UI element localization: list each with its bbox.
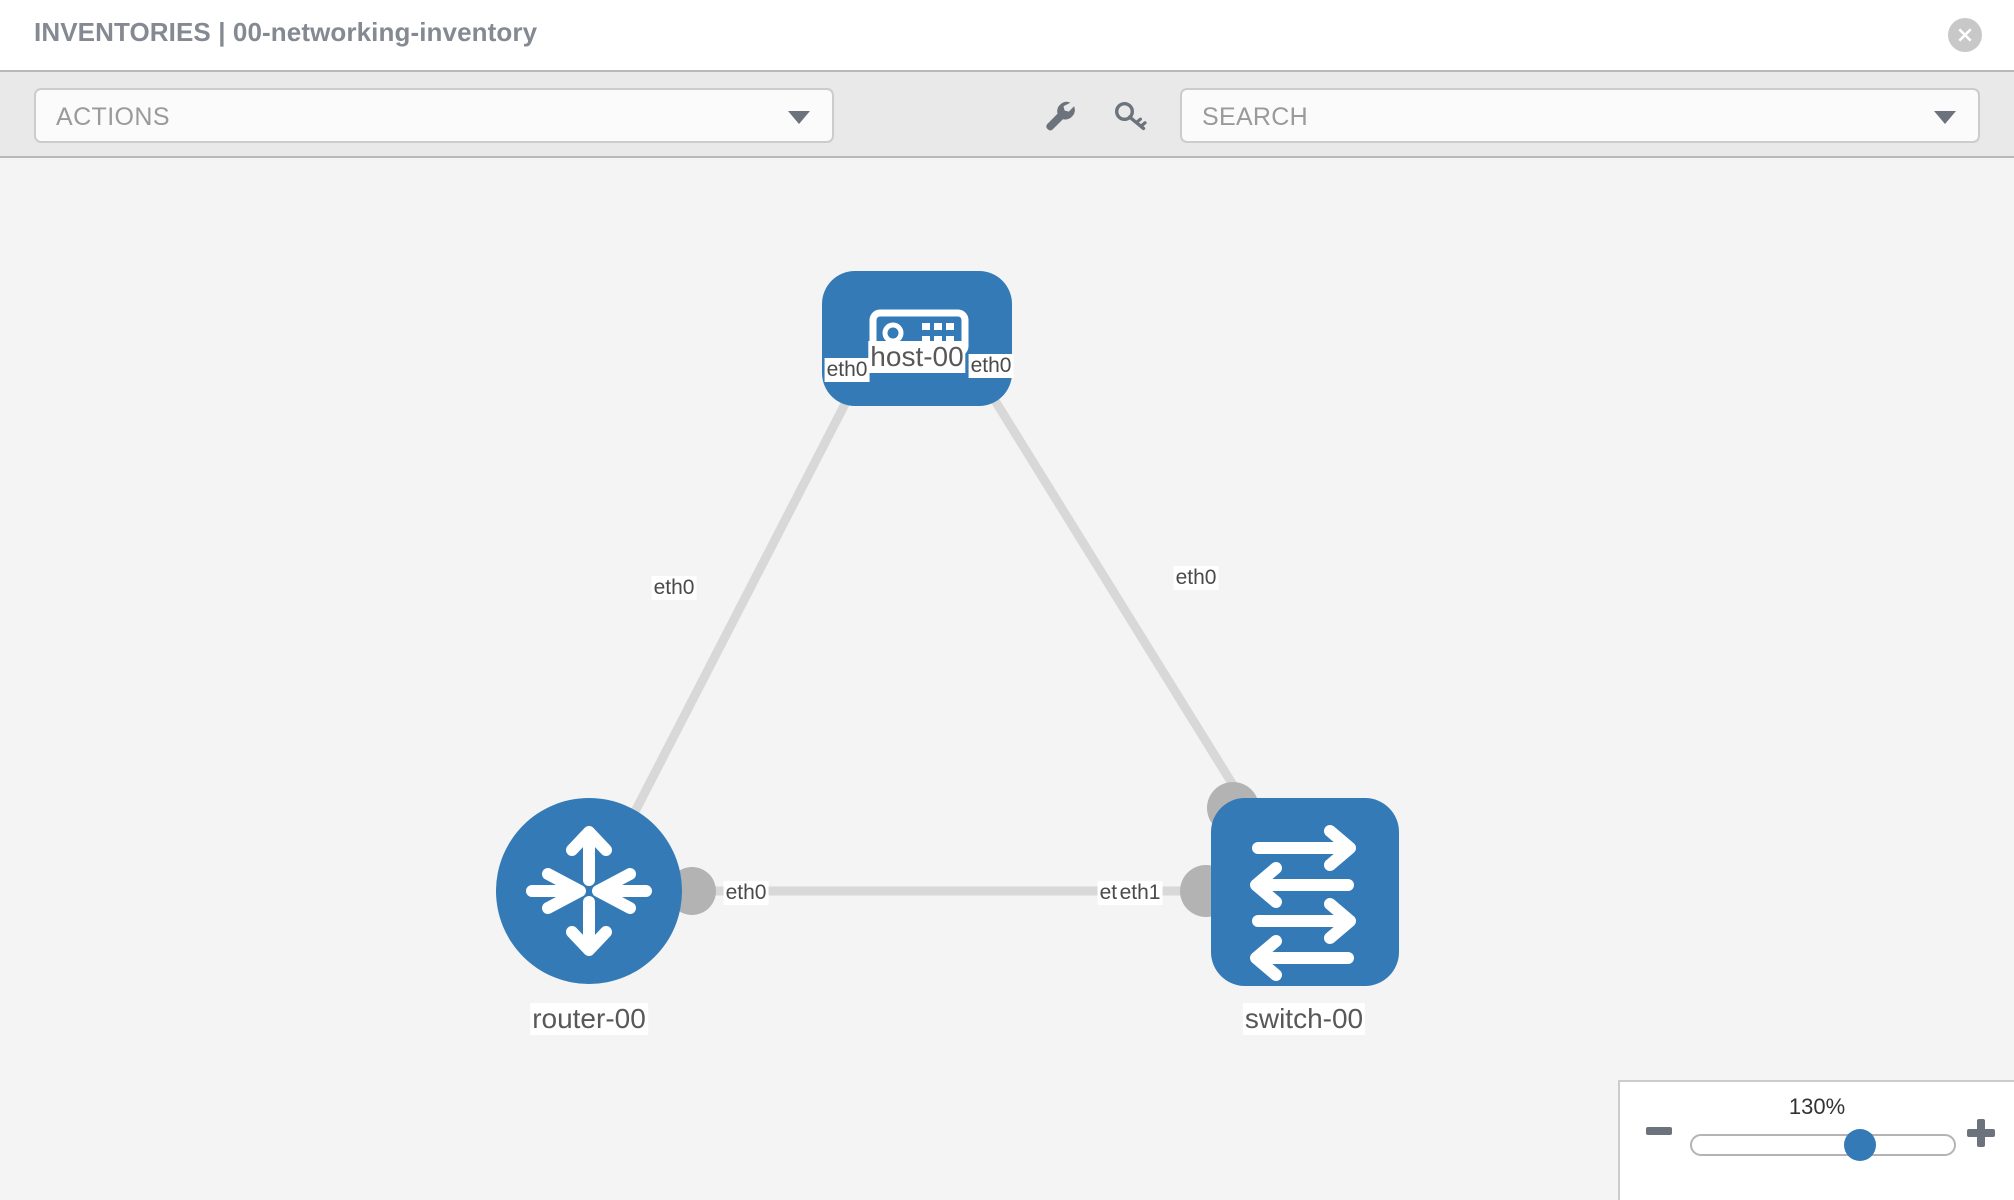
page-header: INVENTORIES | 00-networking-inventory	[0, 0, 2014, 70]
link-host00-router00	[603, 333, 885, 867]
plus-icon	[1966, 1118, 1996, 1148]
actions-dropdown-label: ACTIONS	[56, 103, 170, 131]
chevron-down-icon	[788, 111, 810, 124]
search-placeholder: SEARCH	[1202, 103, 1308, 131]
switch-arrows-icon	[1250, 825, 1356, 981]
key-icon	[1110, 96, 1150, 136]
link-host00-switch00	[951, 333, 1286, 867]
chevron-down-icon[interactable]	[1934, 111, 1956, 124]
search-input[interactable]: SEARCH	[1180, 88, 1980, 143]
topology-links	[600, 333, 1300, 896]
interface-label-host00-eth0-left: eth0	[824, 358, 870, 382]
node-switch-00	[1211, 798, 1399, 986]
node-host-00	[822, 271, 1012, 406]
zoom-in-button[interactable]	[1966, 1118, 1996, 1148]
zoom-out-button[interactable]	[1646, 1126, 1672, 1136]
node-label-host-00: host-00	[868, 341, 966, 373]
node-label-router-00: router-00	[530, 1003, 648, 1035]
key-button[interactable]	[1110, 96, 1150, 136]
wrench-icon	[1040, 96, 1080, 136]
page-title: INVENTORIES | 00-networking-inventory	[34, 17, 538, 47]
topology-connectors	[668, 316, 1259, 917]
close-button[interactable]	[1948, 18, 1982, 52]
node-label-switch-00: switch-00	[1242, 1003, 1366, 1035]
interface-label-router00-eth0-uplink: eth0	[651, 576, 697, 600]
close-icon	[1955, 25, 1975, 45]
zoom-control-panel: 130%	[1618, 1080, 2014, 1200]
actions-dropdown[interactable]: ACTIONS	[34, 88, 834, 143]
node-router-00	[496, 798, 682, 984]
interface-label-switch00-eth0-uplink: eth0	[1173, 566, 1219, 590]
zoom-slider-thumb[interactable]	[1844, 1129, 1876, 1161]
zoom-level-value: 130%	[1788, 1094, 1846, 1119]
interface-label-host00-eth0-right: eth0	[968, 354, 1014, 378]
toolbar: ACTIONS SEARCH	[0, 70, 2014, 158]
wrench-button[interactable]	[1040, 96, 1080, 136]
interface-label-router00-eth0: eth0	[723, 881, 769, 905]
minus-icon	[1646, 1126, 1672, 1136]
interface-label-switch00-eth1: eth1	[1117, 881, 1163, 905]
router-arrows-icon	[526, 826, 652, 956]
topology-canvas[interactable]: host-00 router-00 switch-00 eth0 eth0 et…	[0, 158, 2014, 1200]
topology-graph	[496, 271, 1399, 986]
zoom-slider[interactable]	[1690, 1129, 1956, 1161]
